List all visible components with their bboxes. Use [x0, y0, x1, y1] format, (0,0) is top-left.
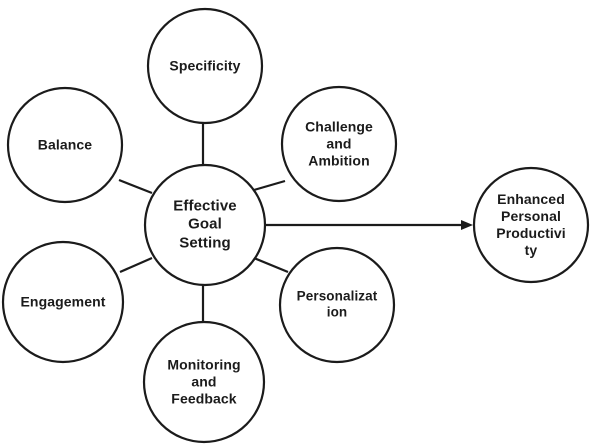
- node-circle-personalization[interactable]: [278, 246, 396, 364]
- node-circle-enhanced-personal-productivity[interactable]: [472, 166, 590, 284]
- arrow-head-icon: [461, 220, 473, 230]
- node-circle-engagement[interactable]: [1, 240, 125, 364]
- node-circle-balance[interactable]: [6, 86, 124, 204]
- arrow-center-to-outcome: [265, 220, 473, 230]
- node-circle-specificity[interactable]: [146, 7, 264, 125]
- node-circle-challenge-and-ambition[interactable]: [280, 85, 398, 203]
- node-circle-monitoring-and-feedback[interactable]: [142, 320, 266, 444]
- connector-group: [118, 124, 289, 323]
- connector-center-to-challenge: [253, 179, 286, 192]
- connector-center-to-balance: [118, 178, 153, 195]
- connector-center-to-engagement: [119, 256, 153, 274]
- node-circle-effective-goal-setting[interactable]: [143, 163, 267, 287]
- connector-center-to-personalization: [253, 256, 289, 274]
